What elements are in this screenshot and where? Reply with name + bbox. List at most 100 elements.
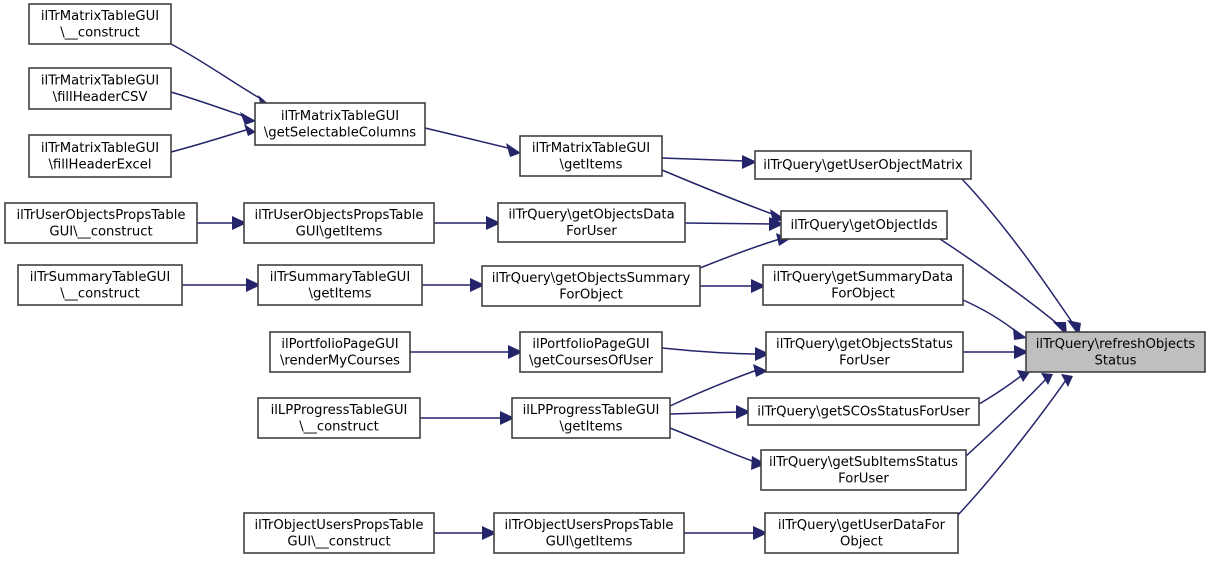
node-box[interactable]: [1025, 331, 1206, 373]
graph-node[interactable]: ilPortfolioPageGUI\renderMyCourses: [269, 331, 411, 373]
node-label: ilTrMatrixTableGUI\fillHeaderCSV: [41, 74, 159, 106]
edge-n4-to-n5: [424, 127, 521, 157]
edge-line: [661, 169, 776, 216]
graph-node[interactable]: ilTrQuery\getObjectIds: [780, 210, 948, 240]
node-box[interactable]: [764, 512, 959, 554]
arrowhead-icon: [244, 124, 256, 136]
edge-line: [669, 369, 758, 407]
node-box[interactable]: [760, 449, 967, 491]
node-box[interactable]: [243, 512, 435, 554]
node-box[interactable]: [780, 210, 948, 240]
node-box[interactable]: [519, 331, 663, 373]
edge-n5-to-n6: [661, 155, 757, 169]
arrowhead-icon: [1013, 328, 1027, 340]
edge-n22-to-n18: [965, 373, 1053, 457]
arrowhead-icon: [470, 278, 485, 292]
arrowhead-icon: [755, 347, 770, 361]
edge-line: [939, 238, 1061, 327]
arrowhead-icon: [246, 278, 261, 292]
node-box[interactable]: [497, 202, 686, 243]
graph-node[interactable]: ilTrMatrixTableGUI\fillHeaderExcel: [28, 134, 172, 178]
graph-node[interactable]: ilTrMatrixTableGUI\fillHeaderCSV: [28, 67, 172, 110]
graph-node[interactable]: ilTrQuery\getSCOsStatusForUser: [747, 397, 980, 426]
graph-node[interactable]: ilPortfolioPageGUI\getCoursesOfUser: [519, 331, 663, 373]
edge-n12-to-n13: [422, 278, 485, 292]
graph-node[interactable]: ilTrSummaryTableGUI\getItems: [257, 264, 423, 306]
arrowhead-icon: [1017, 370, 1030, 382]
node-box[interactable]: [28, 134, 172, 178]
arrowhead-icon: [508, 345, 523, 359]
edge-line: [661, 347, 758, 355]
node-box[interactable]: [17, 264, 183, 306]
node-box[interactable]: [28, 67, 172, 110]
node-label: ilTrMatrixTableGUI\getSelectableColumns: [264, 109, 417, 141]
node-box[interactable]: [269, 331, 411, 373]
edge-n20-to-n21: [669, 405, 751, 419]
node-box[interactable]: [762, 264, 964, 306]
arrowhead-icon: [506, 143, 521, 157]
edge-line: [684, 222, 773, 225]
node-box[interactable]: [257, 264, 423, 306]
arrowhead-icon: [500, 411, 515, 425]
graph-node[interactable]: ilTrSummaryTableGUI\__construct: [17, 264, 183, 306]
graph-node[interactable]: ilLPProgressTableGUI\getItems: [511, 397, 671, 439]
node-box[interactable]: [765, 331, 964, 373]
node-box[interactable]: [254, 102, 426, 146]
edge-n20-to-n17: [669, 364, 768, 407]
graph-node[interactable]: ilTrMatrixTableGUI\getSelectableColumns: [254, 102, 426, 146]
edge-line: [965, 378, 1047, 457]
edge-line: [978, 375, 1022, 405]
node-box[interactable]: [4, 202, 198, 244]
node-box[interactable]: [754, 150, 972, 180]
graph-node[interactable]: ilTrMatrixTableGUI\__construct: [28, 3, 172, 45]
node-label: ilTrQuery\getObjectIds: [790, 218, 937, 233]
graph-node[interactable]: ilTrMatrixTableGUI\getItems: [519, 135, 663, 177]
arrowhead-icon: [232, 216, 247, 230]
arrowhead-icon: [753, 364, 768, 377]
edge-n15-to-n16: [410, 345, 523, 359]
node-label: ilTrMatrixTableGUI\fillHeaderExcel: [41, 141, 159, 173]
arrowhead-icon: [751, 456, 766, 470]
arrowhead-icon: [753, 526, 768, 540]
arrowhead-icon: [1061, 374, 1073, 387]
node-box[interactable]: [747, 397, 980, 426]
edge-n3-to-n4: [170, 124, 256, 153]
edge-n19-to-n20: [420, 411, 515, 425]
edge-n23-to-n24: [434, 526, 497, 540]
edge-line: [170, 129, 247, 153]
node-box[interactable]: [519, 135, 663, 177]
edge-n24-to-n25: [684, 526, 768, 540]
edge-line: [962, 299, 1019, 334]
edge-n21-to-n18: [978, 370, 1030, 405]
edge-n14-to-n18: [962, 299, 1027, 340]
node-box[interactable]: [493, 512, 685, 554]
node-box[interactable]: [481, 265, 701, 307]
node-box[interactable]: [243, 202, 435, 244]
node-box[interactable]: [28, 3, 172, 45]
node-label: ilTrSummaryTableGUI\__construct: [30, 270, 170, 302]
graph-node[interactable]: ilLPProgressTableGUI\__construct: [257, 397, 421, 439]
node-box[interactable]: [511, 397, 671, 439]
edge-line: [957, 379, 1067, 516]
node-box[interactable]: [257, 397, 421, 439]
graph-node[interactable]: ilTrQuery\getUserObjectMatrix: [754, 150, 972, 180]
edge-n16-to-n17: [661, 347, 770, 361]
